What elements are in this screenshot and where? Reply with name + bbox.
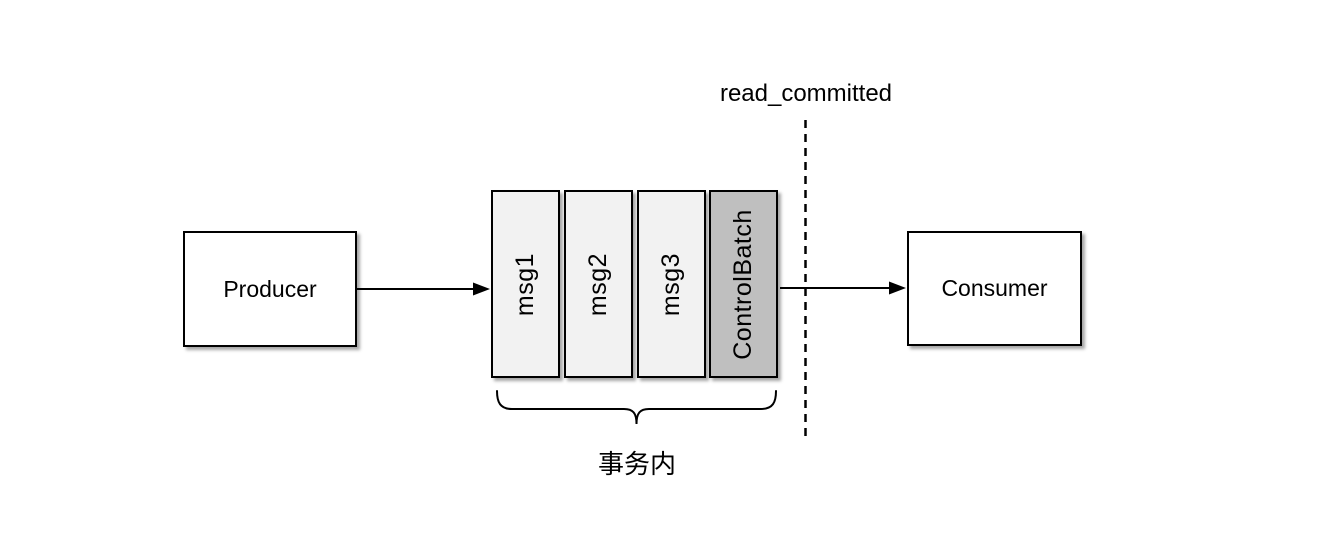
producer-label: Producer (223, 275, 317, 302)
batch-item-label: msg3 (656, 252, 685, 316)
consumer-label: Consumer (941, 275, 1048, 301)
arrowhead-icon (889, 281, 906, 295)
producer-to-batch-arrow (357, 282, 490, 296)
arrowhead-icon (473, 282, 490, 296)
batch-to-consumer-arrow (780, 281, 906, 295)
transaction-brace (496, 390, 777, 425)
batch-item-controlbatch: ControlBatch (709, 190, 778, 378)
producer-node: Producer (183, 231, 357, 347)
batch-item-label: msg1 (510, 252, 539, 316)
transaction-group-label: 事务内 (597, 450, 676, 480)
batch-item-msg3: msg3 (637, 190, 706, 378)
batch-item-msg2: msg2 (564, 190, 633, 378)
batch-item-msg1: msg1 (491, 190, 560, 378)
batch-item-label: ControlBatch (729, 208, 757, 360)
consumer-node: Consumer (907, 231, 1082, 346)
read-committed-label: read_committed (719, 80, 893, 107)
batch-item-label: msg2 (583, 252, 612, 316)
